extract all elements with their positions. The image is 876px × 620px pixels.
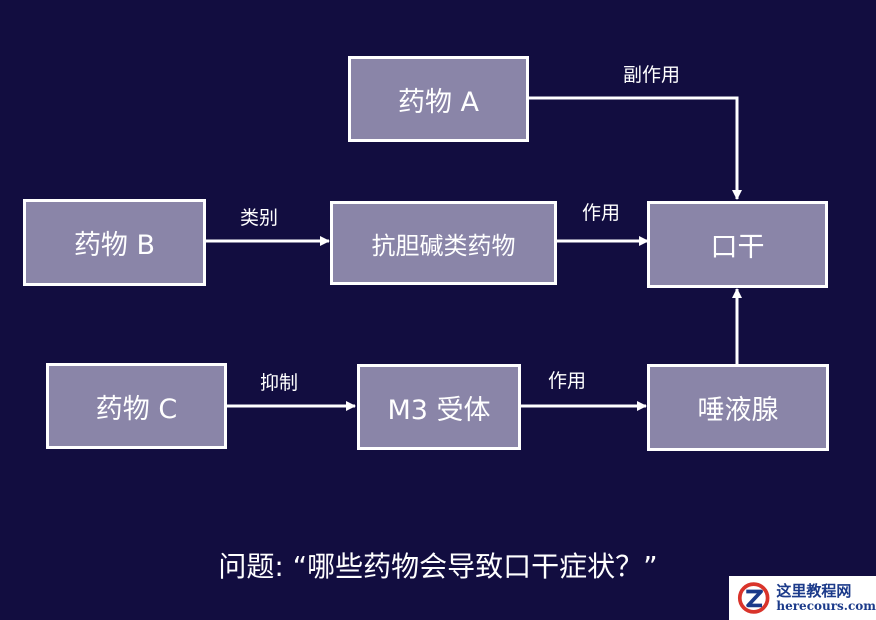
- watermark-text: 这里教程网 herecours.com: [776, 583, 876, 613]
- watermark-badge: 这里教程网 herecours.com: [729, 576, 876, 620]
- node-m3-receptor: M3 受体: [357, 364, 521, 450]
- watermark-logo-icon: [737, 582, 770, 614]
- question-caption: 问题: “哪些药物会导致口干症状？”: [218, 550, 658, 583]
- node-drug-a: 药物 A: [348, 56, 529, 142]
- node-drug-c: 药物 C: [46, 363, 227, 449]
- watermark-name: 这里教程网: [776, 582, 852, 601]
- node-drug-b: 药物 B: [23, 199, 206, 286]
- node-dry-mouth: 口干: [647, 201, 828, 288]
- edge-label-side-effect: 副作用: [623, 64, 681, 86]
- node-salivary-gland: 唾液腺: [647, 364, 829, 451]
- edge-label-effect-2: 作用: [548, 370, 587, 392]
- watermark-site: herecours.com: [776, 598, 876, 613]
- node-anticholinergic: 抗胆碱类药物: [330, 201, 557, 285]
- edge-label-effect-1: 作用: [582, 202, 621, 224]
- edge-label-inhibit: 抑制: [260, 372, 299, 394]
- edge-drug-a-to-dry-mouth: [528, 96, 742, 200]
- edge-label-category: 类别: [240, 207, 279, 229]
